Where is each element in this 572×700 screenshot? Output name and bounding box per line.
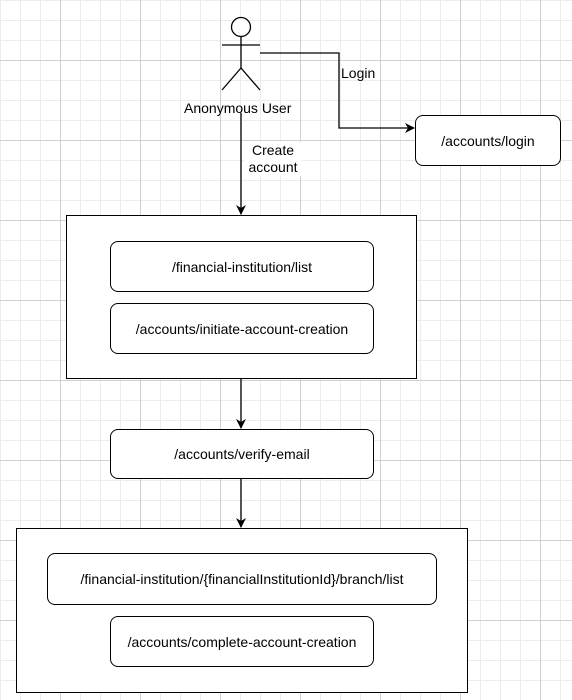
branch-list-label: /financial-institution/{financialInstitu…	[80, 571, 404, 587]
login-edge-label: Login	[341, 65, 376, 81]
branch-list-node[interactable]: /financial-institution/{financialInstitu…	[47, 553, 437, 605]
account-creation-group[interactable]	[66, 215, 417, 379]
accounts-login-node[interactable]: /accounts/login	[415, 115, 561, 166]
initiate-account-creation-node[interactable]: /accounts/initiate-account-creation	[110, 303, 374, 354]
create-account-edge-label: Create account	[244, 142, 302, 176]
financial-institution-list-node[interactable]: /financial-institution/list	[110, 241, 374, 292]
actor-right-leg	[240, 67, 261, 91]
create-account-label-line2: account	[248, 159, 298, 175]
financial-institution-list-label: /financial-institution/list	[171, 258, 313, 275]
login-edge[interactable]	[260, 52, 415, 133]
accounts-login-label: /accounts/login	[441, 132, 535, 149]
actor-figure[interactable]	[221, 16, 261, 91]
verify-email-label: /accounts/verify-email	[174, 446, 310, 462]
complete-account-creation-label: /accounts/complete-account-creation	[127, 633, 357, 650]
actor-head	[230, 16, 252, 38]
actor-label: Anonymous User	[184, 100, 292, 116]
complete-account-creation-node[interactable]: /accounts/complete-account-creation	[110, 616, 374, 667]
verify-email-node[interactable]: /accounts/verify-email	[110, 429, 374, 479]
actor-left-leg	[221, 67, 242, 91]
initiate-account-creation-label: /accounts/initiate-account-creation	[135, 320, 349, 337]
create-account-label-line1: Create	[251, 142, 295, 158]
